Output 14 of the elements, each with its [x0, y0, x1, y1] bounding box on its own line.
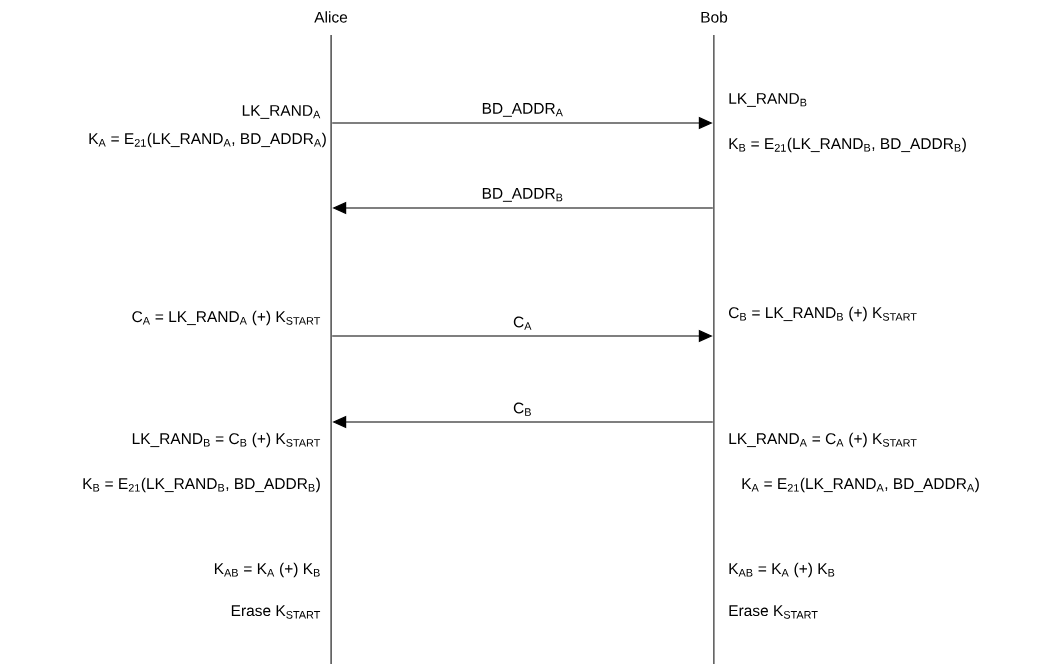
equation-note: K$_{A}$ = E$_{21}$(LK_RAND$_{A}$, BD_ADDR$_{A}$) [89, 132, 326, 148]
participant-name: Bob [701, 11, 728, 23]
equation-note: K$_{B}$ = E$_{21}$(LK_RAND$_{B}$, BD_ADDR$_{B}$) [83, 477, 320, 493]
edge-label: C$_{A}$ [512, 315, 533, 331]
equation-note: LK_RAND$_{B}$ = C$_{B}$ (+) K$_{START}$ [132, 432, 321, 448]
participant-name: Alice [314, 11, 348, 23]
equation-note: K$_{AB}$ = K$_{A}$ (+) K$_{B}$ [214, 562, 320, 578]
equation-note: K$_{A}$ = E$_{21}$(LK_RAND$_{A}$, BD_ADDR$_{A}$) [742, 477, 979, 493]
edge-label: BD_ADDR$_{A}$ [480, 102, 565, 118]
edge-label: BD_ADDR$_{B}$ [480, 187, 565, 203]
edge-label: C$_{B}$ [512, 401, 533, 417]
equation-note: LK_RAND$_{A}$ [242, 105, 321, 119]
equation-note: C$_{A}$ = LK_RAND$_{A}$ (+) K$_{START}$ [132, 310, 321, 326]
equation-note: Erase K$_{START}$ [231, 605, 321, 619]
